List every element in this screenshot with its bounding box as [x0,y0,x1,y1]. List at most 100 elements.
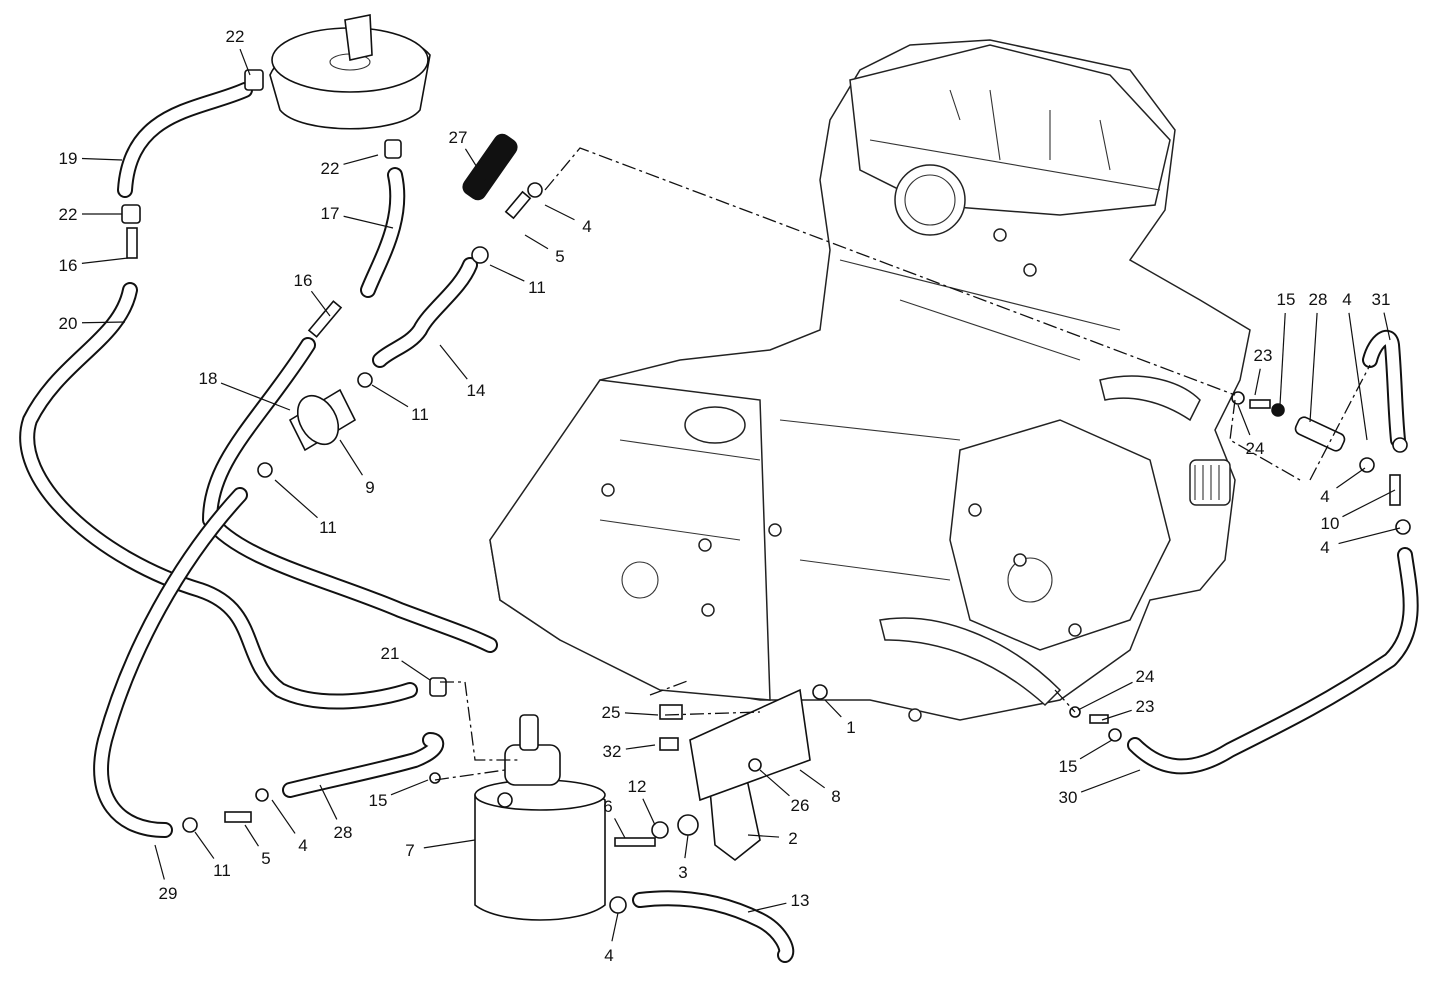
callout-number: 9 [365,478,374,497]
fuel-filler-cap [269,14,431,130]
callout-6: 6 [603,797,626,839]
callout-number: 8 [831,787,840,806]
callout-number: 22 [59,205,78,224]
leader-line [489,264,525,282]
callout-number: 2 [788,829,797,848]
hose-7 [634,892,793,961]
callout-number: 4 [1320,538,1329,557]
callout-number: 13 [791,891,810,910]
leader-line [1079,739,1113,760]
callout-number: 16 [294,271,313,290]
callout-20: 20 [59,314,126,333]
callout-25: 25 [602,703,659,722]
engine-bolts [601,228,1082,722]
evap-canister [474,714,606,921]
callout-number: 11 [319,518,337,537]
leader-line [1383,312,1391,341]
callout-11: 11 [489,264,546,297]
assembly-lines [434,147,1371,781]
leader-line [1080,769,1141,793]
leader-line [642,798,656,826]
leader-line [274,479,318,519]
callout-24: 24 [1237,404,1265,458]
callout-14: 14 [439,344,485,400]
callout-number: 25 [602,703,621,722]
callout-32: 32 [603,742,656,761]
callout-4: 4 [1320,527,1401,557]
hose-6 [284,734,443,796]
callout-number: 21 [381,644,400,663]
leader-line [401,660,431,681]
callout-15: 15 [1059,739,1113,776]
callout-number: 24 [1136,667,1155,686]
callout-29: 29 [154,844,177,903]
hose-3 [202,337,498,653]
leader-line [271,799,296,834]
leader-line [614,818,626,839]
callout-number: 16 [59,256,78,275]
leader-line [343,154,379,165]
leader-line [310,290,331,317]
callout-number: 1 [846,718,855,737]
callout-number: 18 [199,369,218,388]
leader-line [339,439,363,476]
hose-4 [374,259,476,366]
callout-number: 20 [59,314,78,333]
callout-28: 28 [319,784,353,842]
callout-number: 3 [678,863,687,882]
hose-2 [362,169,404,296]
callout-11: 11 [371,384,429,424]
callout-number: 4 [1320,487,1329,506]
callout-number: 23 [1136,697,1155,716]
callout-27: 27 [449,128,486,181]
callout-23: 23 [1101,697,1155,721]
leader-line [1279,312,1286,406]
callout-13: 13 [747,891,810,913]
leader-line [194,831,215,859]
callout-8: 8 [799,769,841,806]
hose-9 [1364,331,1404,446]
callout-number: 10 [1321,514,1340,533]
leader-line [611,912,619,942]
leader-line [1237,404,1251,436]
leader-line [343,215,394,229]
hose-5 [95,489,246,836]
callout-17: 17 [321,204,394,229]
callout-number: 15 [1277,290,1296,309]
callout-number: 28 [334,823,353,842]
callout-number: 15 [1059,757,1078,776]
callout-number: 19 [59,149,78,168]
leader-line [1348,312,1368,441]
callout-16: 16 [294,271,331,317]
leader-line [544,204,575,221]
leader-line [747,902,787,913]
leader-line [524,234,549,250]
callout-21: 21 [381,644,431,681]
callout-2: 2 [747,829,798,848]
callout-number: 32 [603,742,622,761]
callout-22: 22 [59,205,122,224]
callout-4: 4 [1342,290,1368,441]
hose-1 [21,284,416,708]
callout-4: 4 [1320,467,1366,506]
leader-line [464,148,486,181]
callout-22: 22 [321,154,379,178]
callout-number: 11 [411,405,429,424]
leader-line [625,744,656,750]
callout-number: 15 [369,791,388,810]
callout-12: 12 [628,777,656,826]
callout-19: 19 [59,149,123,168]
callout-number: 30 [1059,788,1078,807]
callout-10: 10 [1321,489,1396,533]
leader-line [1077,681,1133,711]
leader-line [1338,527,1401,545]
leader-line [1101,709,1132,721]
leader-line [81,321,126,324]
callout-22: 22 [226,27,251,76]
hose-5 [93,487,248,838]
callout-number: 24 [1246,439,1265,458]
leader-line [390,779,429,796]
callout-31: 31 [1372,290,1391,341]
callout-number: 26 [791,796,810,815]
